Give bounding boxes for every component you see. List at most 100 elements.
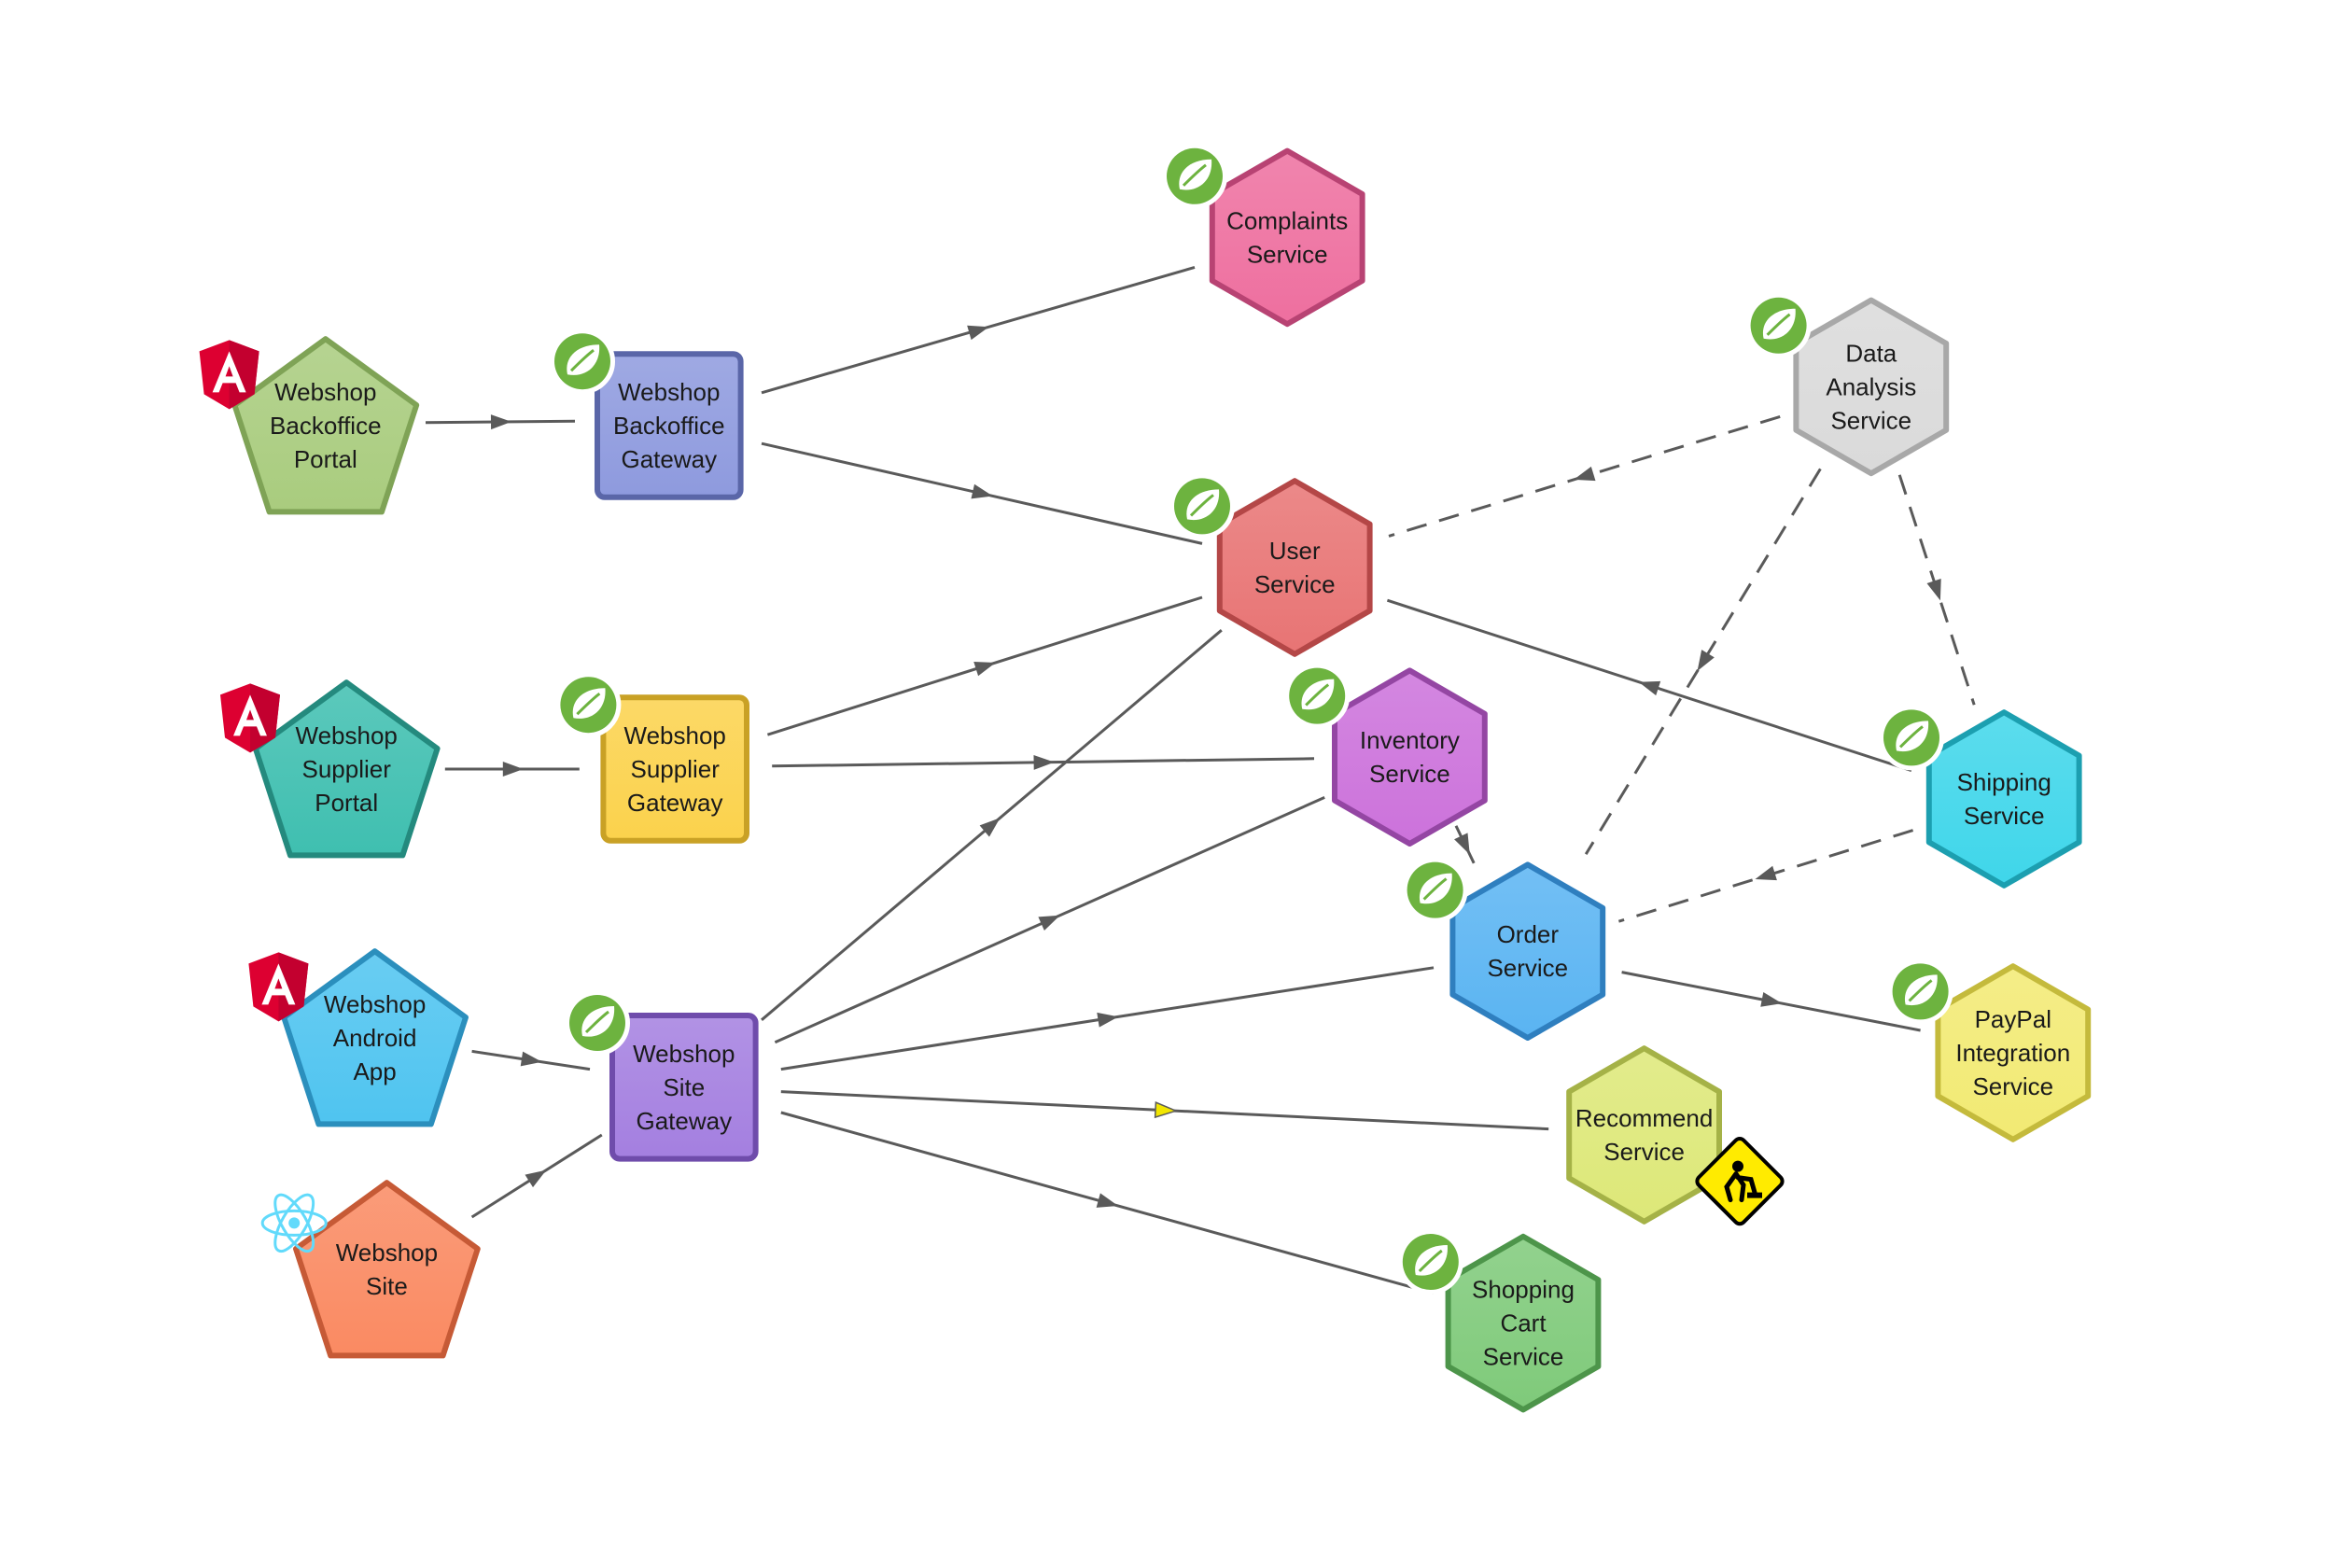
node-label-line: Site: [663, 1073, 705, 1101]
node-label-line: Service: [1487, 954, 1568, 982]
node-label-line: Backoffice: [613, 412, 724, 440]
node-label-line: User: [1269, 537, 1321, 565]
edge-arrowhead: [1154, 1101, 1179, 1119]
node-label-line: Gateway: [627, 789, 723, 817]
node-shape: [1209, 147, 1365, 328]
edge-arrowhead: [1038, 915, 1060, 931]
node-label-line: PayPal: [1975, 1005, 2051, 1033]
edge-supplier-portal-to-supplier-gateway: [444, 762, 580, 777]
spring-icon: [1284, 663, 1351, 729]
edge-backoffice-gateway-to-complaints: [761, 265, 1196, 395]
node-label-line: Integration: [1955, 1039, 2070, 1067]
node-label-line: Service: [1247, 240, 1328, 268]
edge-arrowhead: [1574, 466, 1596, 482]
spring-icon: [1169, 473, 1235, 539]
angular-icon: [220, 683, 280, 753]
edge-backoffice-portal-to-backoffice-gateway: [425, 414, 576, 430]
edge-shipping-to-order: [1617, 829, 1914, 923]
node-label-line: Site: [366, 1272, 408, 1300]
node-label-line: Complaints: [1226, 206, 1348, 234]
edge-data-analysis-to-user: [1388, 414, 1781, 538]
nodes-layer: ComplaintsServiceWebshopBackofficePortal…: [199, 143, 2092, 1413]
spring-icon: [1887, 959, 1953, 1025]
node-label-line: Shopping: [1472, 1276, 1575, 1304]
node-label-line: Recommend: [1575, 1104, 1713, 1132]
edge-arrowhead: [979, 818, 1001, 837]
node-shape: [600, 694, 750, 844]
node-label-line: Portal: [315, 789, 378, 817]
spring-icon: [550, 329, 615, 395]
edge-site-gateway-to-recommend: [780, 1090, 1549, 1131]
node-shape: [595, 351, 744, 500]
edge-arrowhead: [502, 762, 524, 777]
node-shape: [293, 1180, 481, 1359]
node-label-line: Service: [1369, 760, 1450, 788]
edge-backoffice-gateway-to-user: [761, 441, 1203, 545]
edge-arrowhead: [1454, 833, 1470, 855]
edge-data-analysis-to-shipping: [1897, 474, 1976, 706]
node-label-line: Shipping: [1957, 768, 2051, 796]
node-label-line: Data: [1845, 339, 1897, 367]
node-label-line: Webshop: [296, 721, 398, 749]
edge-arrowhead: [1097, 1012, 1119, 1028]
edge-arrowhead: [1755, 865, 1777, 881]
edge-arrowhead: [967, 325, 989, 341]
node-shape: [1566, 1045, 1722, 1225]
node-shape: [1216, 478, 1373, 657]
edge-arrowhead: [1697, 650, 1715, 672]
node-label-line: Order: [1497, 920, 1560, 948]
node-shape: [1332, 667, 1488, 847]
edge-line: [1584, 468, 1822, 855]
edge-arrowhead: [1096, 1193, 1118, 1208]
node-label-line: Webshop: [618, 378, 720, 406]
spring-icon: [1402, 857, 1468, 923]
node-label-line: Webshop: [336, 1239, 438, 1267]
edge-site-gateway-to-inventory: [774, 796, 1325, 1044]
node-label-line: Service: [1972, 1072, 2053, 1100]
node-label-line: Gateway: [621, 445, 717, 473]
node-shape: [1925, 709, 2082, 889]
node-label-line: Portal: [294, 445, 357, 473]
edge-arrowhead: [520, 1051, 542, 1067]
node-label-line: Service: [1830, 406, 1911, 434]
node-label-line: Supplier: [630, 755, 720, 783]
react-icon: [260, 1193, 328, 1253]
spring-icon: [1397, 1229, 1463, 1295]
edge-arrowhead: [971, 483, 993, 499]
angular-icon: [199, 340, 259, 410]
edge-supplier-gateway-to-user: [766, 595, 1203, 736]
edge-arrowhead: [1926, 579, 1941, 601]
edge-arrowhead: [490, 414, 511, 430]
node-label-line: Webshop: [274, 378, 376, 406]
edge-arrowhead: [1033, 754, 1055, 770]
node-label-line: Backoffice: [270, 412, 381, 440]
construction-icon: [1695, 1137, 1785, 1226]
edge-arrowhead: [1760, 992, 1783, 1007]
node-label-line: Gateway: [636, 1107, 732, 1135]
node-label-line: App: [353, 1057, 396, 1085]
edge-site-gateway-to-user: [761, 629, 1223, 1021]
edge-arrowhead: [525, 1169, 547, 1188]
node-label-line: Service: [1964, 802, 2045, 830]
spring-icon: [555, 672, 622, 738]
edge-android-app-to-site-gateway: [471, 1049, 591, 1071]
spring-icon: [1162, 143, 1227, 209]
edge-site-gateway-to-order: [780, 966, 1435, 1071]
